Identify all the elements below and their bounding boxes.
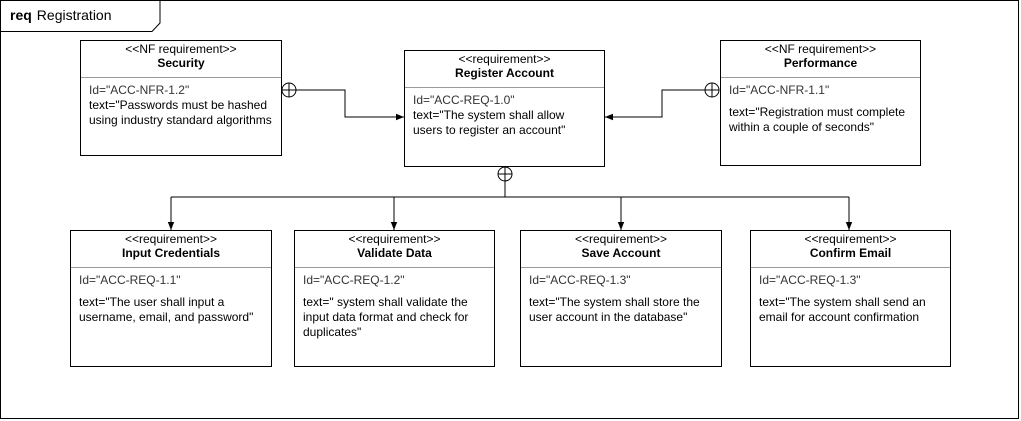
requirement-body: Id="ACC-REQ-1.0" text="The system shall … — [405, 88, 604, 138]
containment-icon-security — [281, 82, 297, 98]
requirement-performance[interactable]: <<NF requirement>> Performance Id="ACC-N… — [720, 40, 921, 166]
containment-icon-register — [497, 166, 513, 182]
requirement-id: Id="ACC-REQ-1.1" — [79, 273, 181, 287]
requirement-text: text="Passwords must be hashed using ind… — [89, 98, 272, 127]
requirement-security[interactable]: <<NF requirement>> Security Id="ACC-NFR-… — [80, 40, 282, 156]
requirement-body: Id="ACC-REQ-1.3" text="The system shall … — [521, 268, 721, 325]
requirement-input-credentials[interactable]: <<requirement>> Input Credentials Id="AC… — [70, 230, 272, 367]
requirement-header: <<requirement>> Validate Data — [295, 231, 494, 268]
stereotype-label: <<requirement>> — [804, 232, 897, 246]
requirement-id: Id="ACC-REQ-1.3" — [759, 273, 861, 287]
requirement-body: Id="ACC-REQ-1.1" text="The user shall in… — [71, 268, 271, 325]
requirement-header: <<requirement>> Input Credentials — [71, 231, 271, 268]
connector-performance-register — [605, 89, 705, 121]
requirement-id: Id="ACC-NFR-1.1" — [729, 83, 830, 97]
requirement-title: Performance — [783, 56, 858, 70]
requirement-title: Confirm Email — [809, 246, 892, 260]
requirement-confirm-email[interactable]: <<requirement>> Confirm Email Id="ACC-RE… — [750, 230, 951, 367]
requirement-title: Validate Data — [357, 246, 432, 260]
requirement-text: text="Registration must complete within … — [729, 105, 906, 134]
requirement-text: text="The system shall allow users to re… — [413, 108, 566, 137]
requirement-text: text="The system shall send an email for… — [759, 295, 926, 324]
stereotype-label: <<requirement>> — [124, 232, 218, 246]
requirement-title: Input Credentials — [121, 246, 220, 260]
frame-name: Registration — [36, 7, 112, 23]
requirement-title: Save Account — [581, 246, 661, 260]
stereotype-label: <<NF requirement>> — [764, 42, 877, 56]
stereotype-label: <<requirement>> — [458, 52, 551, 66]
requirement-body: Id="ACC-NFR-1.1" text="Registration must… — [721, 78, 920, 135]
requirement-header: <<NF requirement>> Performance — [721, 41, 920, 78]
requirement-text: text="The system shall store the user ac… — [529, 295, 700, 324]
requirement-id: Id="ACC-REQ-1.0" — [413, 93, 515, 107]
requirement-validate-data[interactable]: <<requirement>> Validate Data Id="ACC-RE… — [294, 230, 495, 367]
requirement-body: Id="ACC-REQ-1.3" text="The system shall … — [751, 268, 950, 325]
connector-register-children — [171, 181, 849, 198]
stereotype-label: <<requirement>> — [348, 232, 441, 246]
requirement-body: Id="ACC-NFR-1.2" text="Passwords must be… — [81, 78, 281, 128]
requirement-text: text="The user shall input a username, e… — [79, 295, 254, 324]
requirement-id: Id="ACC-REQ-1.3" — [529, 273, 631, 287]
connector-security-register — [296, 89, 404, 121]
frame-label-tab — [0, 0, 161, 32]
frame-keyword: req — [10, 7, 32, 23]
requirement-id: Id="ACC-REQ-1.2" — [303, 273, 405, 287]
requirement-save-account[interactable]: <<requirement>> Save Account Id="ACC-REQ… — [520, 230, 722, 367]
requirement-header: <<requirement>> Register Account — [405, 51, 604, 88]
requirement-header: <<requirement>> Save Account — [521, 231, 721, 268]
containment-icon-performance — [704, 82, 720, 98]
requirement-id: Id="ACC-NFR-1.2" — [89, 83, 190, 97]
requirement-title: Register Account — [455, 66, 554, 80]
requirement-header: <<requirement>> Confirm Email — [751, 231, 950, 268]
requirement-title: Security — [157, 56, 205, 70]
requirement-header: <<NF requirement>> Security — [81, 41, 281, 78]
requirement-text: text=" system shall validate the input d… — [303, 295, 469, 339]
stereotype-label: <<requirement>> — [574, 232, 668, 246]
requirement-register-account[interactable]: <<requirement>> Register Account Id="ACC… — [404, 50, 605, 167]
requirement-body: Id="ACC-REQ-1.2" text=" system shall val… — [295, 268, 494, 340]
stereotype-label: <<NF requirement>> — [125, 42, 237, 56]
